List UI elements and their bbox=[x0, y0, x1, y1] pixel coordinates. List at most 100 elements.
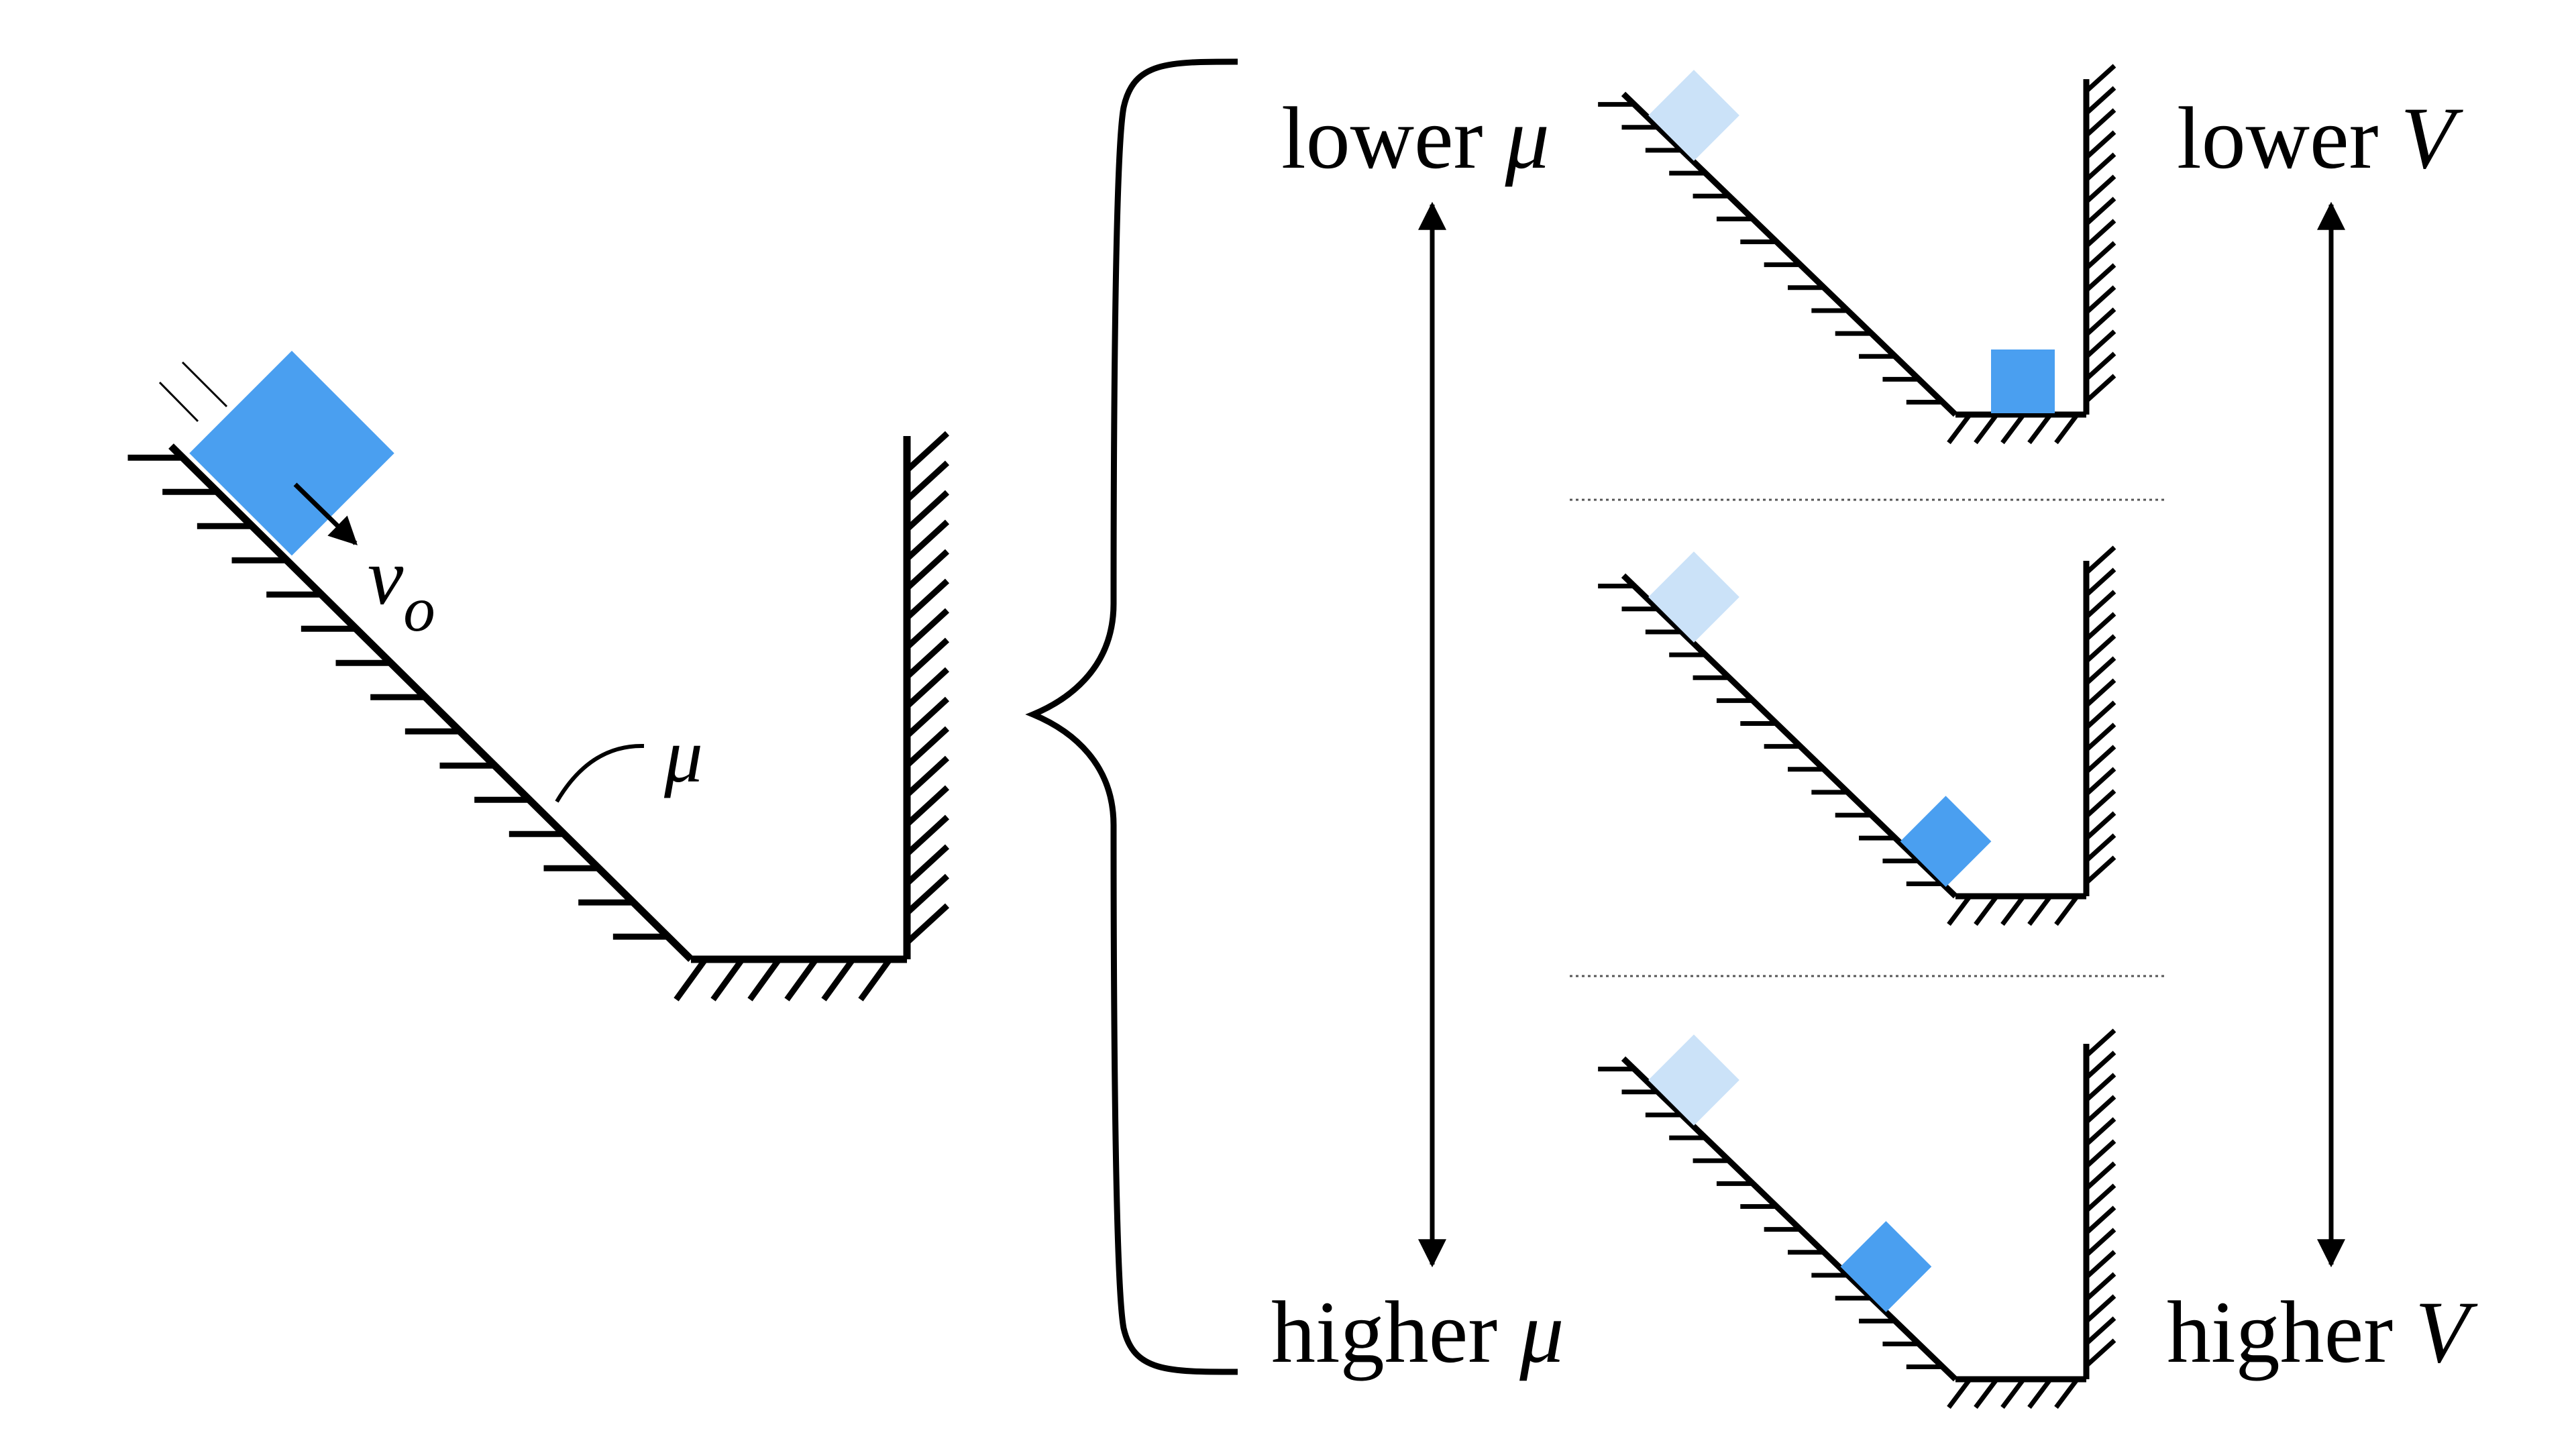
panel-floor-hatch bbox=[1947, 896, 1971, 926]
lower-mu-label: lower μ bbox=[1281, 89, 1550, 187]
velocity-arrow bbox=[293, 482, 358, 545]
wall-hatch-mark bbox=[904, 873, 950, 916]
ghost-block-start bbox=[1648, 1034, 1739, 1126]
ghost-block-start bbox=[1648, 551, 1739, 643]
friction-label: μ bbox=[663, 713, 703, 798]
wall-hatch-mark bbox=[904, 519, 950, 561]
lower-v-label: lower V bbox=[2177, 89, 2464, 187]
outcome-panel-3 bbox=[1598, 1028, 2116, 1409]
wall-hatch-mark bbox=[904, 608, 950, 650]
velocity-label: vo bbox=[368, 532, 435, 645]
panel-wall-hatch bbox=[2084, 352, 2116, 381]
panel-floor-hatch bbox=[2054, 1379, 2078, 1409]
main-block bbox=[189, 350, 394, 556]
panel-wall-hatch bbox=[2084, 219, 2116, 248]
panel-wall-hatch bbox=[2084, 1073, 2116, 1102]
wall-hatch-mark bbox=[904, 667, 950, 709]
panel-wall-hatch bbox=[2084, 1338, 2116, 1368]
wall-hatch-mark bbox=[904, 431, 950, 473]
panel-floor-hatch bbox=[1947, 414, 1971, 445]
panel-floor-hatch bbox=[2027, 414, 2051, 445]
wall-hatch-mark bbox=[904, 578, 950, 621]
main-slope-surface bbox=[168, 443, 694, 962]
floor-hatch-mark bbox=[858, 959, 892, 1002]
panel-wall-hatch bbox=[2084, 833, 2116, 863]
panel-slope-surface bbox=[1621, 573, 1958, 899]
friction-leader-line bbox=[555, 743, 645, 803]
panel-wall-hatch bbox=[2084, 285, 2116, 315]
panel-floor-hatch bbox=[2000, 896, 2025, 926]
panel-wall-hatch bbox=[2084, 1228, 2116, 1257]
panel-wall-hatch bbox=[2084, 1095, 2116, 1124]
panel-wall-hatch bbox=[2084, 811, 2116, 841]
final-block bbox=[1991, 350, 2055, 413]
panel-wall-hatch bbox=[2084, 1028, 2116, 1058]
panel-floor-hatch bbox=[1974, 896, 1998, 926]
panel-wall-hatch bbox=[2084, 612, 2116, 641]
higher-mu-label: higher μ bbox=[1271, 1283, 1564, 1381]
panel-floor-hatch bbox=[2000, 1379, 2025, 1409]
floor-hatch-mark bbox=[821, 959, 855, 1002]
panel-wall-hatch bbox=[2084, 1161, 2116, 1191]
panel-wall-hatch bbox=[2084, 1294, 2116, 1324]
panel-wall-hatch bbox=[2084, 767, 2116, 796]
panel-floor-hatch bbox=[1974, 414, 1998, 445]
panel-wall-hatch bbox=[2084, 174, 2116, 204]
panel-wall-hatch bbox=[2084, 1117, 2116, 1146]
panel-slope-surface bbox=[1621, 91, 1958, 417]
panel-wall-hatch bbox=[2084, 1205, 2116, 1235]
panel-floor-hatch bbox=[1974, 1379, 1998, 1409]
wall-hatch-mark bbox=[904, 637, 950, 680]
panel-wall-hatch bbox=[2084, 374, 2116, 403]
wall-hatch-mark bbox=[904, 490, 950, 532]
panel-floor-hatch bbox=[1947, 1379, 1971, 1409]
wall-hatch-mark bbox=[904, 814, 950, 857]
floor-hatch-mark bbox=[784, 959, 818, 1002]
panel-wall-hatch bbox=[2084, 1051, 2116, 1080]
ghost-block-start bbox=[1648, 70, 1739, 161]
panel-slope-surface bbox=[1621, 1056, 1958, 1382]
panel-wall-hatch bbox=[2084, 656, 2116, 686]
floor-hatch-mark bbox=[674, 959, 707, 1002]
friction-axis: lower μ higher μ bbox=[1271, 89, 1564, 1381]
main-scene: vo μ bbox=[127, 350, 950, 1002]
wall-hatch-mark bbox=[904, 696, 950, 739]
floor-hatch-mark bbox=[747, 959, 781, 1002]
wall-hatch-mark bbox=[904, 785, 950, 827]
panel-floor-hatch bbox=[2000, 414, 2025, 445]
wall-hatch-mark bbox=[904, 726, 950, 768]
panel-wall-hatch bbox=[2084, 241, 2116, 270]
panel-wall-hatch bbox=[2084, 263, 2116, 292]
panel-wall-hatch bbox=[2084, 329, 2116, 359]
panel-wall-hatch bbox=[2084, 197, 2116, 226]
panel-floor-hatch bbox=[2054, 414, 2078, 445]
outcome-panels bbox=[1598, 64, 2116, 1409]
wall-hatch-mark bbox=[904, 903, 950, 945]
panel-wall-hatch bbox=[2084, 86, 2116, 115]
panel-floor-hatch bbox=[2027, 1379, 2051, 1409]
main-floor-hatching bbox=[674, 959, 892, 1002]
wall-hatch-mark bbox=[904, 460, 950, 502]
panel-wall-hatch bbox=[2084, 634, 2116, 663]
panel-wall-hatch bbox=[2084, 855, 2116, 885]
wall-hatch-mark bbox=[904, 755, 950, 798]
panel-wall-hatch bbox=[2084, 130, 2116, 160]
outcome-panel-1 bbox=[1598, 64, 2116, 445]
panel-wall-hatch bbox=[2084, 590, 2116, 619]
main-slope-hatching bbox=[127, 454, 667, 940]
panel-wall-hatch bbox=[2084, 108, 2116, 138]
motion-line-2 bbox=[181, 361, 228, 408]
higher-v-label: higher V bbox=[2167, 1283, 2478, 1381]
panel-wall-hatch bbox=[2084, 1139, 2116, 1169]
final-block bbox=[1900, 796, 1992, 888]
panel-wall-hatch bbox=[2084, 700, 2116, 730]
wall-hatch-mark bbox=[904, 549, 950, 591]
curly-brace bbox=[1025, 58, 1238, 1375]
panel-wall-hatch bbox=[2084, 1250, 2116, 1279]
panel-floor-hatch bbox=[2027, 896, 2051, 926]
panel-wall-hatch bbox=[2084, 152, 2116, 182]
panel-wall-hatch bbox=[2084, 307, 2116, 337]
motion-line-1 bbox=[158, 381, 199, 423]
panel-wall-hatch bbox=[2084, 1316, 2116, 1346]
